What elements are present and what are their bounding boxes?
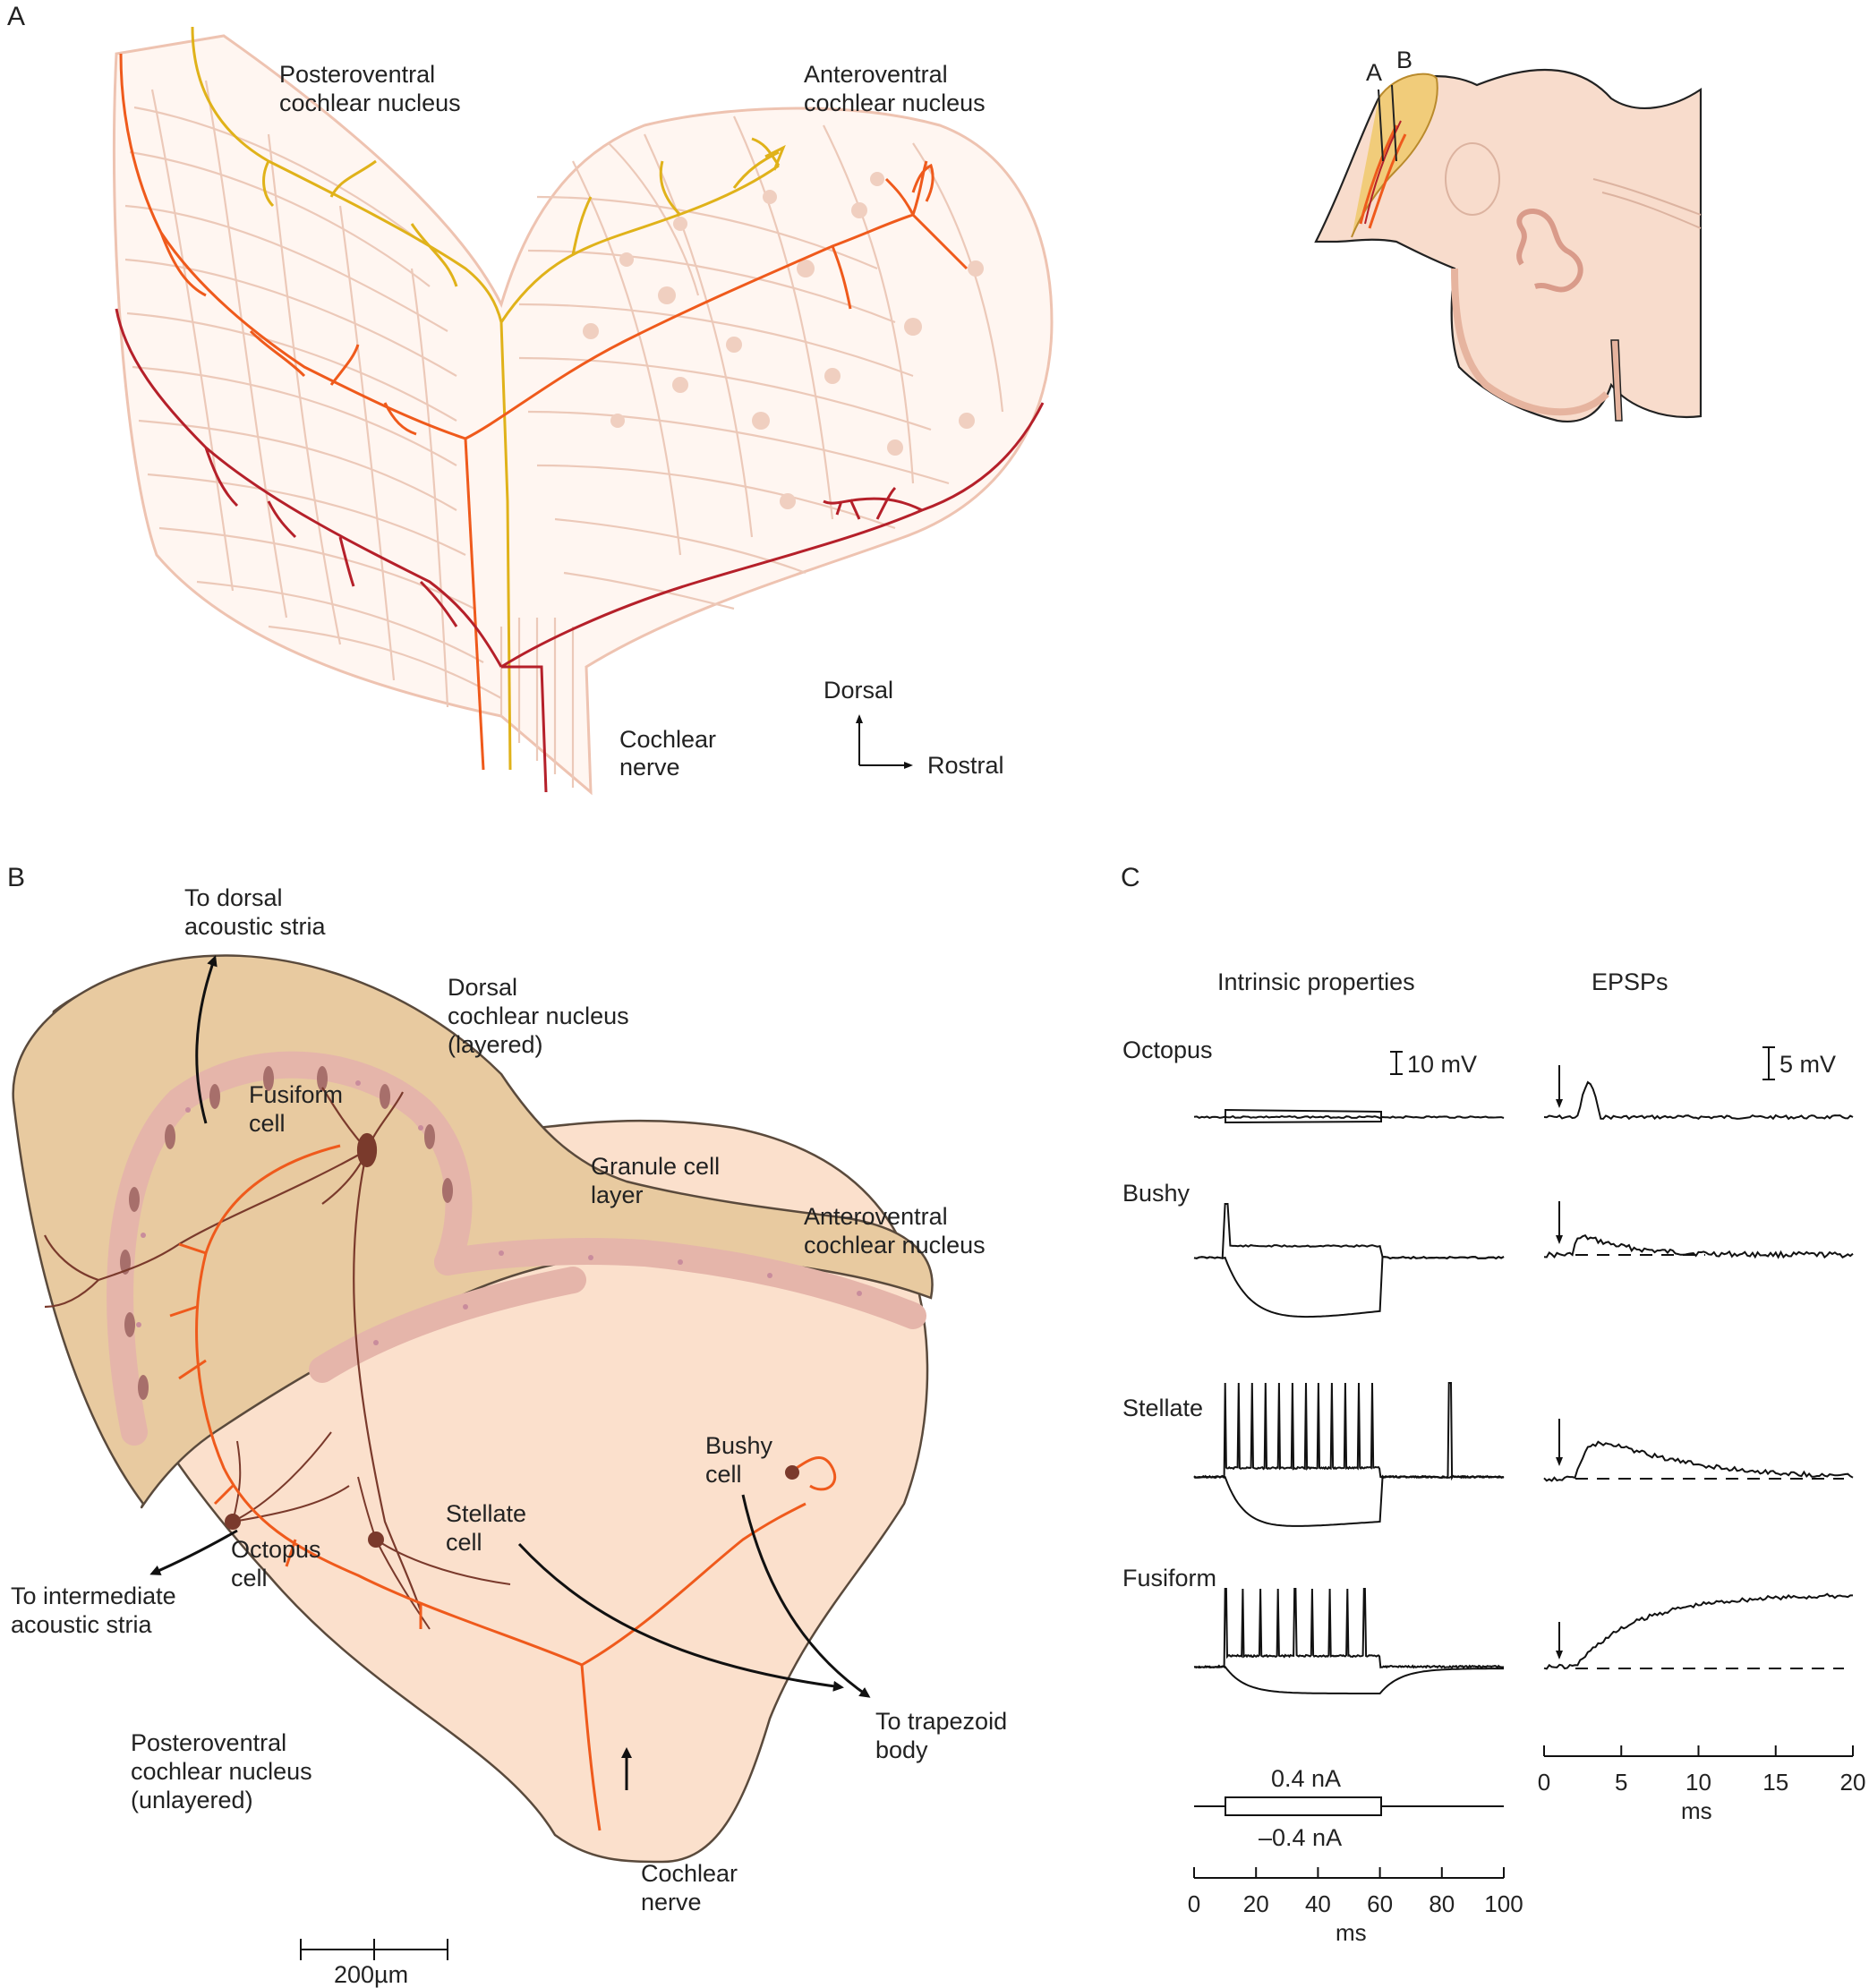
fusiform-intrinsic-depol xyxy=(1193,1588,1505,1669)
bushy-intrinsic-hyperpol xyxy=(1193,1255,1505,1318)
octopus-epsp-trace xyxy=(1543,1080,1854,1121)
fusiform-cell-label-2: cell xyxy=(249,1110,286,1137)
pvcn-label-b-3: (unlayered) xyxy=(131,1787,253,1813)
panel-c-label: C xyxy=(1121,863,1140,892)
granule-layer-label-2: layer xyxy=(591,1182,644,1208)
bushy-epsp-trace xyxy=(1543,1234,1854,1259)
stellate-epsp-trace xyxy=(1543,1440,1854,1482)
pvcn-label-b-1: Posteroventral xyxy=(131,1729,286,1756)
row-label-stellate: Stellate xyxy=(1122,1395,1203,1421)
fusiform-cell xyxy=(44,1087,422,1612)
bushy-cell-label-1: Bushy xyxy=(705,1432,773,1459)
bushy-cell xyxy=(785,1456,836,1491)
stellate-cell-label-2: cell xyxy=(446,1529,482,1556)
epsp-tick-label-20: 20 xyxy=(1840,1769,1866,1796)
scale-10mv: 10 mV xyxy=(1407,1051,1477,1078)
epsps-title: EPSPs xyxy=(1592,968,1668,995)
bushy-intrinsic-depol xyxy=(1193,1203,1505,1260)
intrinsic-tick-label-80: 80 xyxy=(1429,1890,1455,1917)
panel-a-mesh xyxy=(112,34,1054,796)
cochlear-nerve-label-a-2: nerve xyxy=(619,754,680,781)
scale-5mv: 5 mV xyxy=(1779,1051,1836,1078)
trapezoid-body-label-2: body xyxy=(875,1736,928,1763)
dcn-label-1: Dorsal xyxy=(448,974,517,1001)
octopus-cell xyxy=(225,1431,350,1530)
avcn-label-b-1: Anteroventral xyxy=(804,1203,948,1230)
inset-label-a: A xyxy=(1366,59,1382,86)
panel-a-cell-bodies xyxy=(583,172,984,509)
row-label-octopus: Octopus xyxy=(1122,1037,1213,1063)
epsp-tick-label-0: 0 xyxy=(1538,1769,1550,1796)
stellate-intrinsic-depol xyxy=(1193,1382,1505,1481)
intrinsic-properties-title: Intrinsic properties xyxy=(1217,968,1415,995)
yellow-fiber xyxy=(191,26,786,771)
axis-rostral-label: Rostral xyxy=(927,752,1004,779)
nerve-fiber-b xyxy=(169,1144,806,1831)
voltage-scale-bars xyxy=(1390,1046,1775,1080)
octopus-intrinsic-step xyxy=(1225,1108,1382,1117)
scale-bar-200um xyxy=(300,1939,448,1960)
stellate-cell-label-1: Stellate xyxy=(446,1500,526,1527)
pvcn-label-b-2: cochlear nucleus xyxy=(131,1758,312,1785)
dorsal-stria-label-2: acoustic stria xyxy=(184,913,327,940)
inset-label-b: B xyxy=(1396,47,1412,73)
stellate-cell xyxy=(357,1476,511,1630)
epsp-time-axis xyxy=(1543,1745,1854,1757)
fusiform-layer-cells xyxy=(120,1066,453,1400)
fusiform-epsp-trace xyxy=(1543,1592,1853,1670)
granule-dots xyxy=(123,1071,862,1345)
fusiform-intrinsic-hyperpol xyxy=(1193,1665,1504,1694)
dcn-label-2: cochlear nucleus xyxy=(448,1003,629,1029)
current-negative-label: –0.4 nA xyxy=(1259,1824,1342,1851)
octopus-intrinsic-step-neg xyxy=(1225,1117,1382,1124)
brainstem-inset xyxy=(1314,69,1703,423)
panel-a-label: A xyxy=(7,2,25,31)
intrinsic-tick-label-100: 100 xyxy=(1484,1890,1523,1917)
cochlear-nerve-label-b-2: nerve xyxy=(641,1889,702,1915)
stellate-intrinsic-hyperpol xyxy=(1193,1475,1505,1527)
epsp-tick-label-15: 15 xyxy=(1762,1769,1788,1796)
orange-fiber xyxy=(119,53,969,771)
intrinsic-tick-label-20: 20 xyxy=(1243,1890,1269,1917)
intrinsic-time-axis xyxy=(1193,1867,1505,1879)
pvcn-label-a-2: cochlear nucleus xyxy=(279,90,461,116)
current-positive-label: 0.4 nA xyxy=(1271,1765,1341,1792)
dcn-label-3: (layered) xyxy=(448,1031,543,1058)
avcn-label-a-2: cochlear nucleus xyxy=(804,90,986,116)
intrinsic-axis-unit: ms xyxy=(1336,1919,1367,1946)
epsp-axis-unit: ms xyxy=(1681,1797,1712,1824)
intrinsic-tick-label-60: 60 xyxy=(1367,1890,1393,1917)
octopus-cell-label-1: Octopus xyxy=(231,1536,321,1563)
voltage-traces xyxy=(1193,1065,1854,1694)
dcn-region xyxy=(12,954,934,1509)
scale-bar-label: 200µm xyxy=(334,1961,408,1988)
dorsal-stria-label-1: To dorsal xyxy=(184,884,283,911)
red-fiber xyxy=(115,308,1045,793)
epsp-tick-label-10: 10 xyxy=(1686,1769,1711,1796)
output-arrows xyxy=(149,955,871,1790)
row-label-fusiform: Fusiform xyxy=(1122,1565,1216,1591)
avcn-label-b-2: cochlear nucleus xyxy=(804,1232,986,1258)
avcn-label-a-1: Anteroventral xyxy=(804,61,948,88)
epsp-tick-label-5: 5 xyxy=(1615,1769,1627,1796)
cochlear-nerve-label-a-1: Cochlear xyxy=(619,726,716,753)
current-step-diagram xyxy=(1194,1796,1504,1816)
trapezoid-body-label-1: To trapezoid xyxy=(875,1708,1007,1735)
intrinsic-tick-label-0: 0 xyxy=(1188,1890,1200,1917)
granule-layer-label-1: Granule cell xyxy=(591,1153,720,1180)
orientation-axes xyxy=(856,714,913,769)
row-label-bushy: Bushy xyxy=(1122,1180,1191,1207)
octopus-intrinsic-trace xyxy=(1193,1114,1505,1119)
axis-dorsal-label: Dorsal xyxy=(824,677,893,704)
bushy-cell-label-2: cell xyxy=(705,1461,742,1488)
fusiform-cell-label-1: Fusiform xyxy=(249,1081,343,1108)
panel-b-label: B xyxy=(7,863,25,892)
pvcn-label-a-1: Posteroventral xyxy=(279,61,435,88)
intermediate-stria-label-2: acoustic stria xyxy=(11,1611,153,1638)
octopus-cell-label-2: cell xyxy=(231,1565,268,1591)
intermediate-stria-label-1: To intermediate xyxy=(11,1583,176,1609)
intrinsic-tick-label-40: 40 xyxy=(1305,1890,1331,1917)
cochlear-nerve-label-b-1: Cochlear xyxy=(641,1860,738,1887)
